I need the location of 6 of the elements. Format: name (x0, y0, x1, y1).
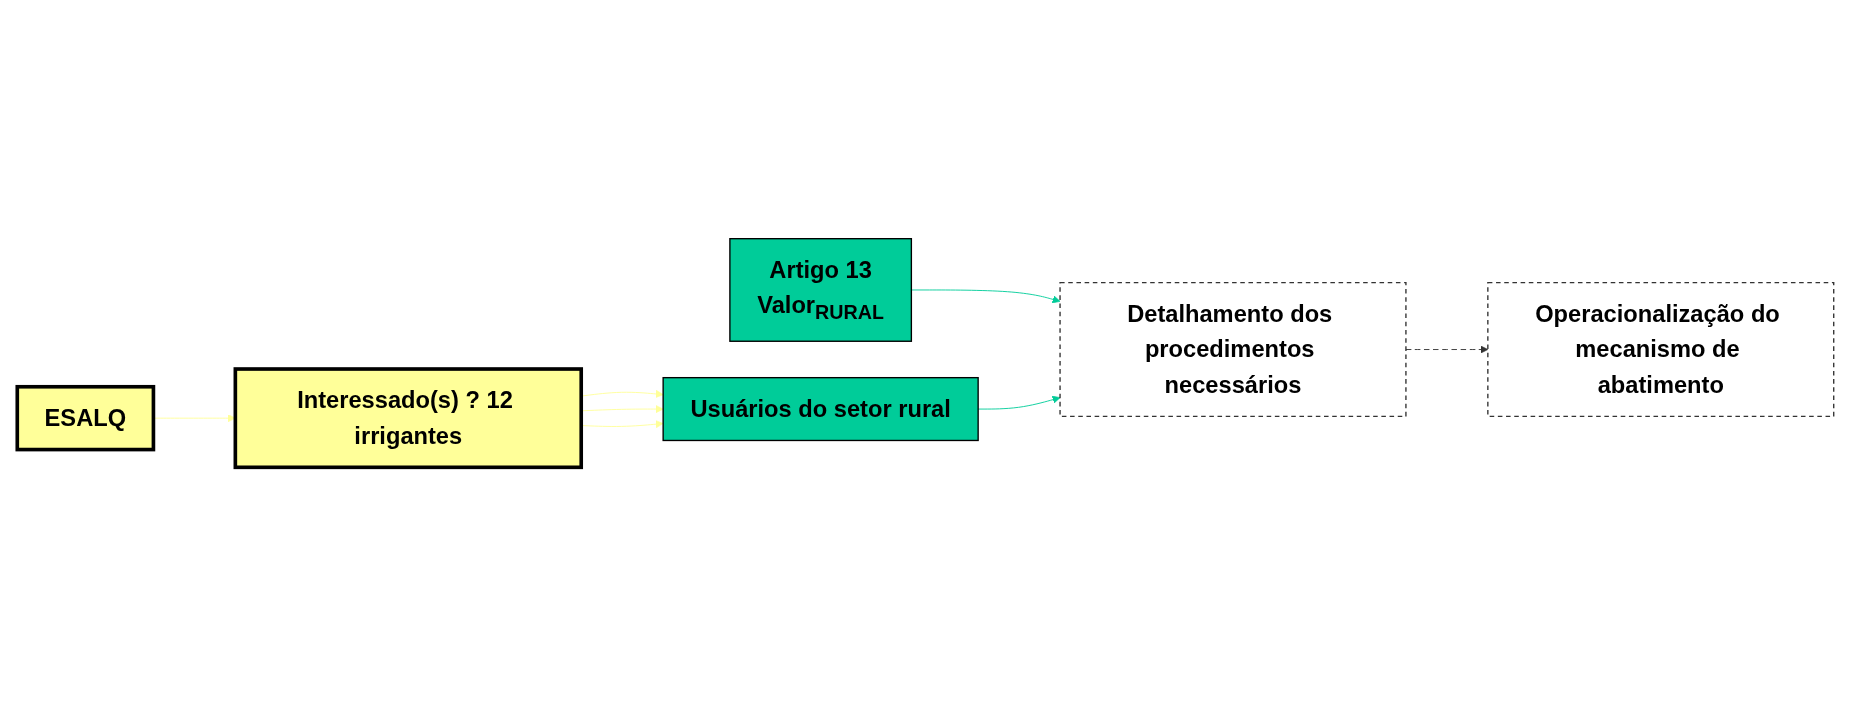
node-box: Usuários do setor rural (662, 376, 979, 441)
node-box: Interessado(s) ? 12 irrigantes (233, 366, 584, 469)
node-box: Artigo 13 Valor$_{RURAL}$ (729, 237, 913, 342)
node-box: ESALQ (15, 384, 156, 451)
node-box: Detalhamento dos procedimentos necessários (1059, 281, 1407, 417)
node-box: Operacionalização do mecanismo de abatimento (1487, 281, 1835, 417)
